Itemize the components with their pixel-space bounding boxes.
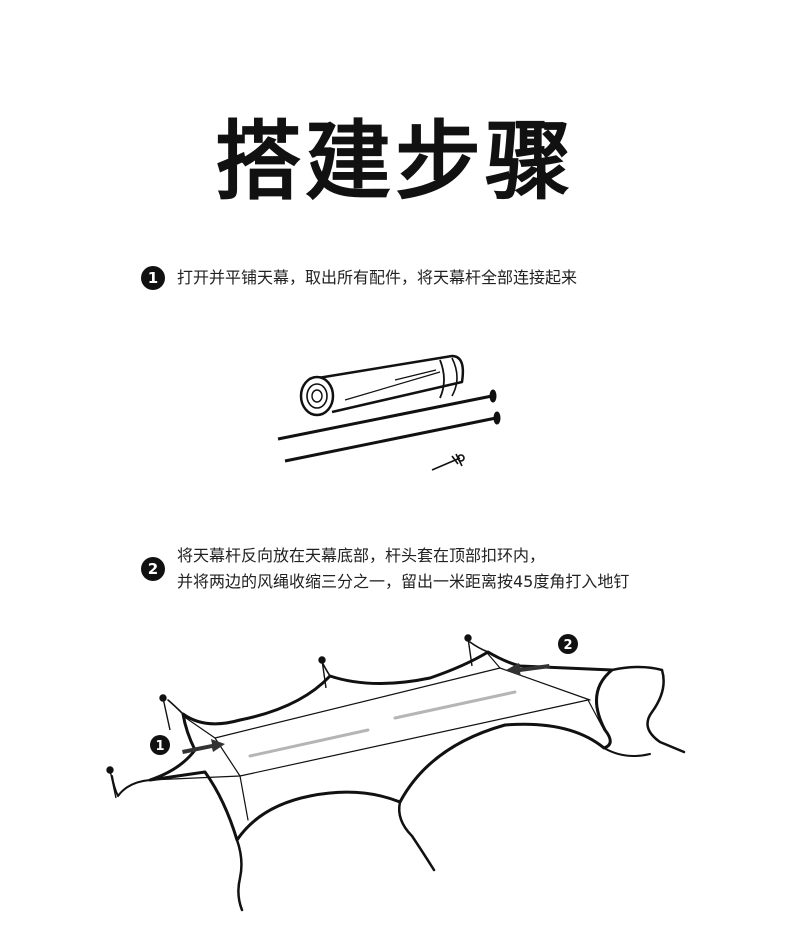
tent-pole-icon <box>277 389 501 463</box>
step-2-number: 2 <box>141 557 165 581</box>
step-2-line-2: 并将两边的风绳收缩三分之一，留出一米距离按45度角打入地钉 <box>177 572 630 591</box>
step-1-line-1: 打开并平铺天幕，取出所有配件，将天幕杆全部连接起来 <box>177 268 578 287</box>
callout-right-label: 2 <box>563 638 572 653</box>
step-2-text: 将天幕杆反向放在天幕底部，杆头套在顶部扣环内， 并将两边的风绳收缩三分之一，留出… <box>177 543 629 595</box>
ground-stake-icon <box>431 453 465 471</box>
step-1: 1 打开并平铺天幕，取出所有配件，将天幕杆全部连接起来 <box>141 265 577 291</box>
callout-right: 2 <box>558 634 578 654</box>
callout-left: 1 <box>150 735 170 755</box>
canopy-illustration: 1 2 <box>106 634 686 912</box>
step-1-number: 1 <box>141 266 165 290</box>
callout-left-label: 1 <box>155 739 164 754</box>
rolled-tarp-icon <box>299 354 465 417</box>
step-1-text: 打开并平铺天幕，取出所有配件，将天幕杆全部连接起来 <box>177 265 577 291</box>
step-2-line-1: 将天幕杆反向放在天幕底部，杆头套在顶部扣环内， <box>177 546 546 565</box>
ground-stake-icon <box>106 634 473 799</box>
step-2: 2 将天幕杆反向放在天幕底部，杆头套在顶部扣环内， 并将两边的风绳收缩三分之一，… <box>141 543 629 595</box>
arrow-right-icon <box>182 739 225 754</box>
arrow-left-icon <box>506 663 550 676</box>
page-title: 搭建步骤 <box>215 112 575 212</box>
accessories-illustration <box>277 354 501 471</box>
canopy-tarp-icon <box>111 641 686 912</box>
